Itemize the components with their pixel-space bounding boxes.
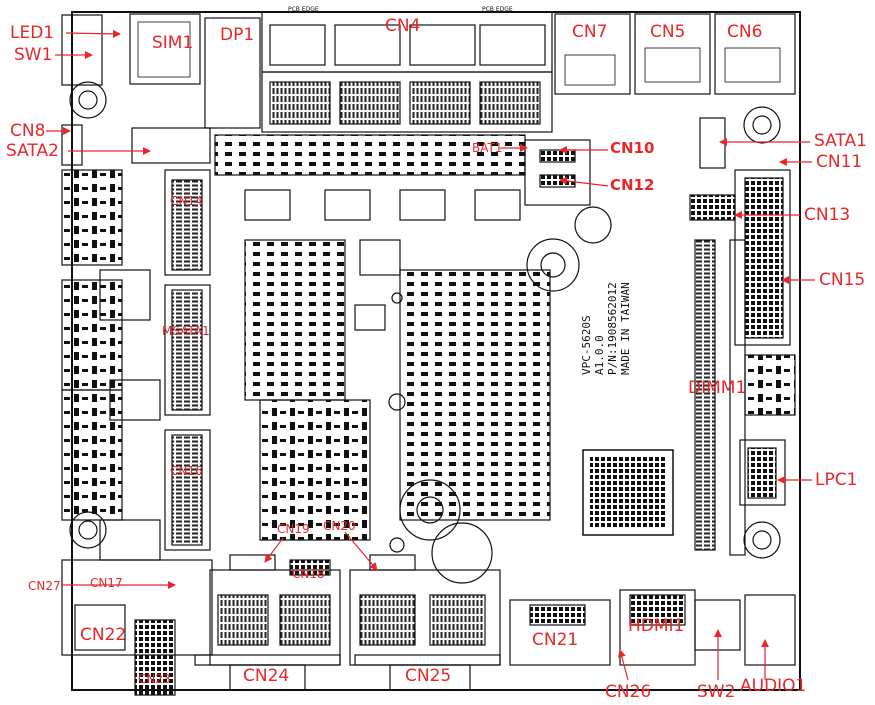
pcb-edge-2: PCB EDGE — [482, 6, 513, 13]
label-cn4: CN4 — [385, 16, 421, 36]
label-cn8: CN8 — [10, 121, 46, 141]
label-cn11: CN11 — [816, 152, 863, 172]
pcb-edge-1: PCB EDGE — [288, 6, 319, 13]
board-revision: A1.0.0 — [593, 335, 606, 375]
label-led1: LED1 — [10, 23, 55, 43]
label-cn25: CN25 — [405, 666, 452, 686]
arrow-led1 — [65, 29, 121, 38]
board-model: VPC-5620S — [580, 315, 593, 375]
label-sim1: SIM1 — [152, 33, 194, 53]
label-cn26: CN26 — [605, 682, 652, 702]
arrow-cn12 — [559, 176, 609, 187]
board-origin: MADE IN TAIWAN — [619, 282, 632, 375]
label-cn5: CN5 — [650, 22, 686, 42]
label-lpc1: LPC1 — [815, 470, 858, 490]
board-part-number: P/N:1908562012 — [606, 282, 619, 375]
cpu-package — [582, 449, 674, 536]
label-dp1: DP1 — [220, 25, 255, 45]
label-cn16: CN16 — [170, 464, 203, 478]
label-cn22: CN22 — [80, 625, 127, 645]
label-hdmi1: HDMI1 — [628, 616, 685, 636]
label-cn18: CN18 — [292, 567, 325, 581]
label-cn12: CN12 — [610, 176, 655, 194]
right-components — [689, 106, 796, 666]
label-sata1: SATA1 — [814, 131, 867, 151]
top-connectors — [129, 11, 796, 133]
label-cn7: CN7 — [572, 22, 608, 42]
label-cn6: CN6 — [727, 22, 763, 42]
label-sw2: SW2 — [697, 682, 736, 702]
arrow-cn20 — [344, 531, 378, 571]
label-cn27: CN27 — [28, 579, 61, 593]
label-cn19: CN19 — [277, 522, 310, 536]
central-components — [214, 134, 612, 584]
label-cn10: CN10 — [610, 139, 655, 157]
label-cn23: CN23 — [138, 672, 171, 686]
label-audio1: AUDIO1 — [740, 676, 807, 696]
bottom-connectors — [194, 554, 696, 691]
label-cn20: CN20 — [323, 519, 356, 533]
label-sw1: SW1 — [14, 45, 53, 65]
label-cn13: CN13 — [804, 205, 851, 225]
label-dimm1: DIMM1 — [688, 378, 747, 398]
label-cn21: CN21 — [532, 630, 579, 650]
label-msata1: MSATA1 — [162, 324, 210, 338]
board-id-text: VPC-5620S A1.0.0 P/N:1908562012 MADE IN … — [580, 282, 632, 375]
label-cn14: CN14 — [170, 194, 203, 208]
label-sata2: SATA2 — [6, 141, 59, 161]
label-cn24: CN24 — [243, 666, 290, 686]
left-components — [61, 14, 213, 696]
label-bat1: BAT1 — [472, 141, 503, 155]
label-cn17: CN17 — [90, 576, 123, 590]
arrow-cn26 — [617, 649, 629, 681]
annotation-arrows — [46, 29, 815, 681]
arrow-cn19 — [264, 537, 284, 563]
label-cn15: CN15 — [819, 270, 866, 290]
